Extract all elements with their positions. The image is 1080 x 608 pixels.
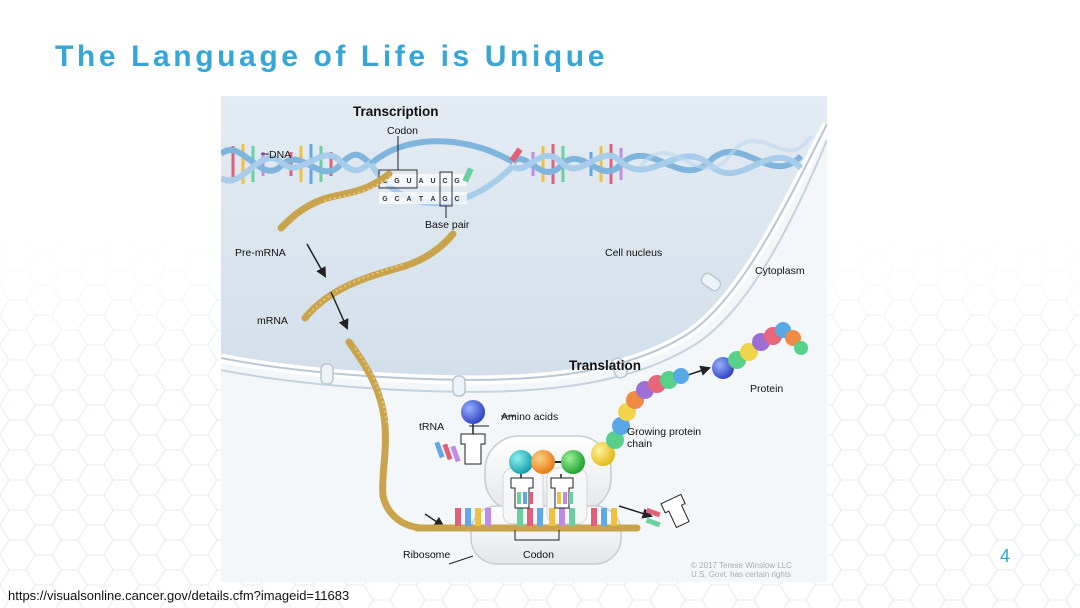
trna-in-ribosome: [510, 477, 574, 509]
bottom-base-row: G C A T A G C: [379, 192, 467, 204]
label-cytoplasm: Cytoplasm: [755, 265, 805, 277]
label-codon-top: Codon: [387, 125, 418, 137]
label-growing-protein-chain-1: Growing protein: [627, 426, 701, 438]
label-codon-bottom: Codon: [523, 549, 554, 561]
label-cell-nucleus: Cell nucleus: [605, 247, 662, 259]
process-arrow: [306, 243, 327, 278]
label-growing-protein-chain-2: chain: [627, 438, 652, 450]
base-letter: T: [419, 196, 424, 203]
amino-acid-teal: [509, 450, 533, 474]
label-translation: Translation: [569, 358, 641, 373]
base-letter: C: [442, 178, 447, 185]
label-transcription: Transcription: [353, 104, 439, 119]
base-letter: A: [430, 196, 435, 203]
source-url: https://visualsonline.cancer.gov/details…: [8, 588, 350, 603]
amino-acid-orange: [531, 450, 555, 474]
process-arrow: [618, 505, 654, 519]
growing-protein-chain: [606, 368, 689, 449]
page-number: 4: [1000, 546, 1011, 566]
free-nucleotides: [462, 147, 523, 183]
ribosome-mrna-bases: [455, 508, 617, 526]
incoming-trna: [434, 400, 486, 465]
base-letter: U: [430, 178, 435, 185]
process-arrow: [684, 365, 711, 377]
base-letter: U: [406, 178, 411, 185]
slide-title: The Language of Life is Unique: [55, 40, 609, 73]
base-letter: C: [454, 196, 459, 203]
label-pre-mrna: Pre-mRNA: [235, 247, 286, 259]
anticodon-bases: [517, 492, 573, 504]
label-protein: Protein: [750, 383, 783, 395]
nuclear-pores: [320, 272, 722, 397]
base-letter: A: [406, 196, 411, 203]
label-copyright-1: © 2017 Terese Winslow LLC: [691, 561, 792, 570]
base-letter: G: [394, 178, 400, 185]
mrna-strand-nucleus: [301, 230, 457, 322]
label-base-pair: Base pair: [425, 219, 470, 231]
outgoing-trna: [645, 493, 690, 529]
process-arrow: [424, 513, 445, 528]
label-amino-acids: Amino acids: [501, 411, 558, 423]
dna-double-helix: [218, 134, 813, 207]
transcription-translation-figure: C G U A U C G G C A T A G C: [218, 96, 832, 582]
pre-mrna-strand: [277, 170, 393, 232]
base-letter: C: [394, 196, 399, 203]
top-base-row: C G U A U C G: [379, 174, 467, 186]
label-mrna: mRNA: [257, 315, 288, 327]
label-dna: DNA: [269, 149, 291, 161]
base-letter: G: [442, 196, 448, 203]
label-leader-lines: [261, 136, 515, 565]
folded-protein: [712, 322, 808, 379]
mrna-strand-cytoplasm: [345, 338, 425, 532]
figure-svg: C G U A U C G G C A T A G C: [218, 96, 832, 582]
amino-acid-green: [561, 450, 585, 474]
transcription-bubble-bases: C G U A U C G G C A T A G C: [378, 169, 467, 207]
label-copyright-2: U.S. Govt. has certain rights: [691, 570, 791, 579]
label-ribosome: Ribosome: [403, 549, 450, 561]
amino-acid-yellow: [591, 442, 615, 466]
base-letter: G: [382, 196, 388, 203]
codon-bracket: [514, 530, 560, 541]
process-arrow: [330, 291, 349, 330]
base-letter: G: [454, 178, 460, 185]
base-letter: C: [382, 178, 387, 185]
label-trna: tRNA: [419, 421, 444, 433]
base-letter: A: [418, 178, 423, 185]
